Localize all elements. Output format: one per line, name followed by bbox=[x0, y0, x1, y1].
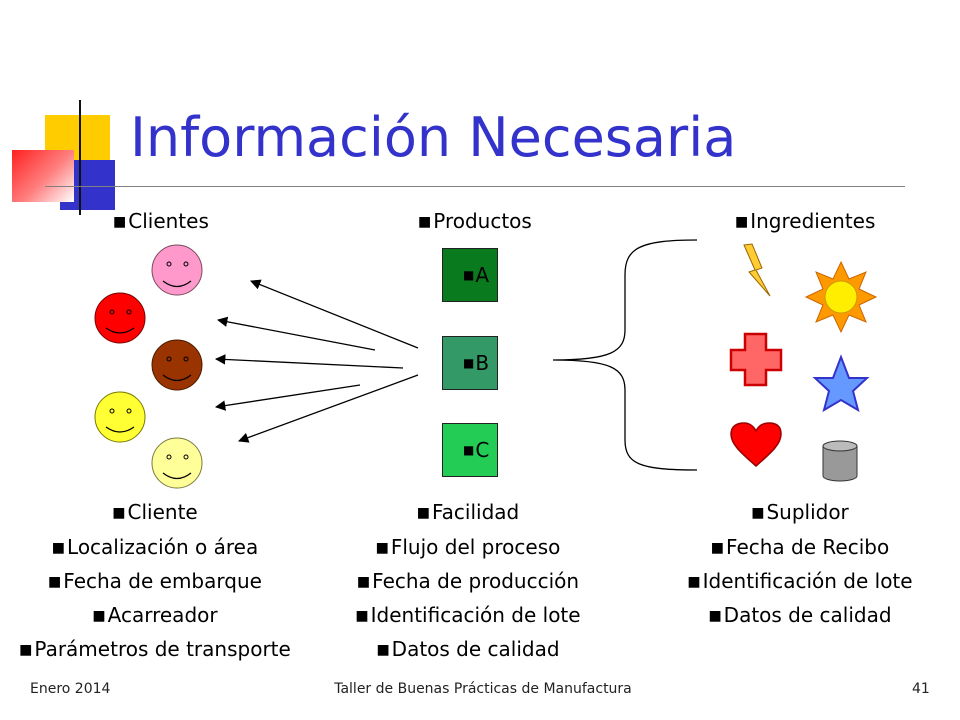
list-item: ■Identificación de lote bbox=[687, 569, 913, 593]
red-gradient-square bbox=[12, 150, 74, 202]
heart-icon bbox=[730, 422, 782, 467]
client-arrows bbox=[214, 279, 419, 443]
list-item: ■Acarreador bbox=[92, 603, 218, 627]
lightning-bolt-icon bbox=[743, 243, 771, 297]
corner-decoration bbox=[0, 0, 140, 220]
sun-icon bbox=[804, 260, 878, 334]
list-item: ■Flujo del proceso bbox=[375, 535, 561, 559]
page-title: Información Necesaria bbox=[130, 106, 737, 169]
product-box-c: ■C bbox=[442, 423, 498, 477]
list-item: ■Fecha de producción bbox=[356, 569, 580, 593]
vertical-rule bbox=[79, 100, 81, 215]
product-box-a: ■A bbox=[442, 248, 498, 302]
heading-ingredients: ■Ingredientes bbox=[735, 209, 876, 233]
list-item: ■Fecha de embarque bbox=[48, 569, 262, 593]
list-item: ■Suplidor bbox=[751, 500, 849, 524]
list-item: ■Parámetros de transporte bbox=[19, 637, 291, 661]
list-item: ■Datos de calidad bbox=[376, 637, 560, 661]
star-icon bbox=[812, 354, 870, 413]
page-number: 41 bbox=[912, 681, 930, 697]
smiley-face-yellow-icon bbox=[94, 391, 146, 443]
list-item: ■Fecha de Recibo bbox=[710, 535, 890, 559]
footer-title: Taller de Buenas Prácticas de Manufactur… bbox=[334, 681, 632, 697]
cross-icon bbox=[729, 332, 783, 387]
list-item: ■Identificación de lote bbox=[355, 603, 581, 627]
product-box-b: ■B bbox=[442, 336, 498, 390]
heading-products: ■Productos bbox=[418, 209, 532, 233]
cylinder-icon bbox=[822, 440, 858, 482]
footer-date: Enero 2014 bbox=[30, 681, 111, 697]
list-item: ■Facilidad bbox=[416, 500, 520, 524]
smiley-face-pink-icon bbox=[151, 244, 203, 296]
smiley-face-light-yellow-icon bbox=[151, 437, 203, 489]
list-item: ■Localización o área bbox=[51, 535, 259, 559]
heading-clients: ■Clientes bbox=[113, 209, 209, 233]
smiley-face-brown-icon bbox=[151, 339, 203, 391]
list-item: ■Cliente bbox=[112, 500, 198, 524]
list-item: ■Datos de calidad bbox=[708, 603, 892, 627]
title-underline bbox=[45, 186, 905, 187]
smiley-face-red-icon bbox=[94, 292, 146, 344]
ingredients-brace bbox=[552, 239, 698, 471]
